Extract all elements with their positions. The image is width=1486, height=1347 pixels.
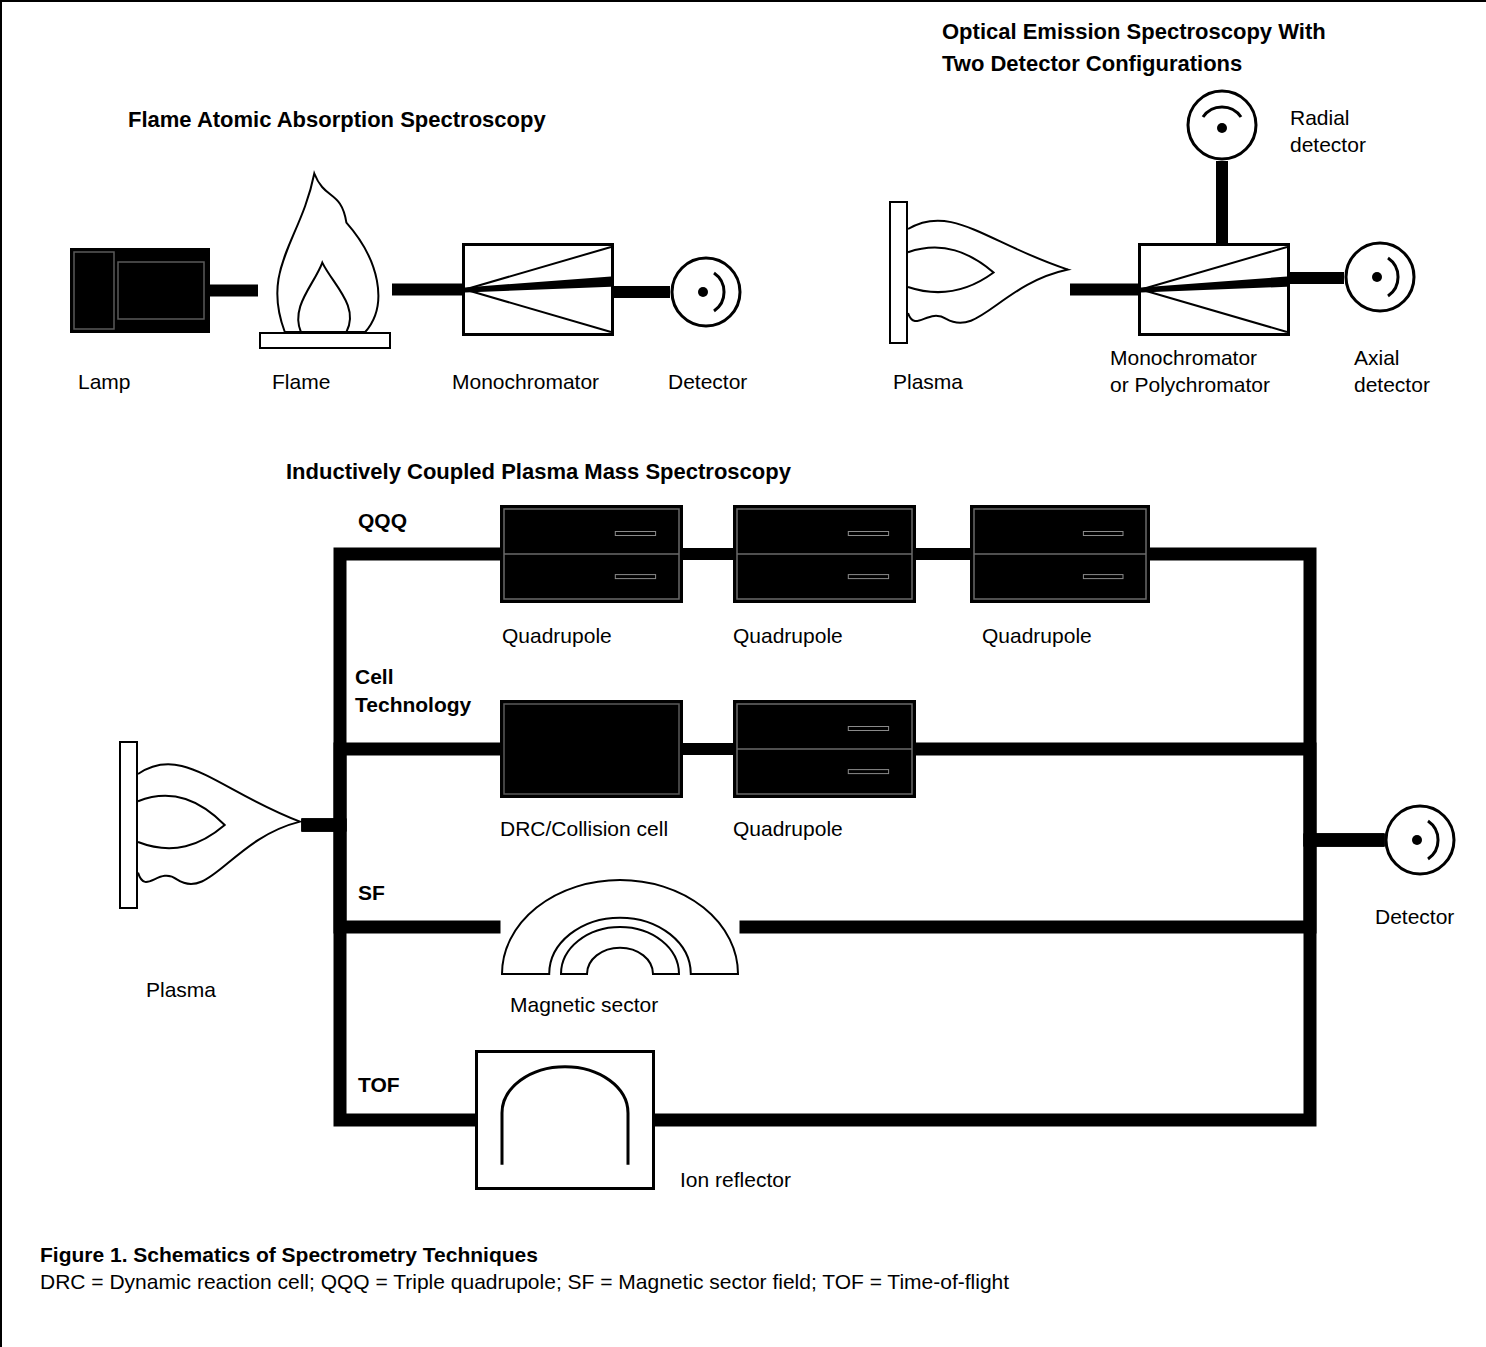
magnetic-sector-outline bbox=[500, 878, 740, 976]
part-label: Detector bbox=[1375, 903, 1454, 930]
frame-line bbox=[0, 0, 2, 1347]
branch-label: TOF bbox=[358, 1071, 400, 1099]
beam-connector bbox=[216, 285, 252, 297]
detector-circle-outline bbox=[1384, 804, 1456, 876]
detector-circle-outline bbox=[1186, 89, 1258, 161]
part-label: Plasma bbox=[146, 976, 216, 1003]
quadrupole-box: Quadrupole bbox=[733, 700, 916, 798]
collision-cell-box: DRC/Collision cell bbox=[500, 700, 683, 798]
plasma-torch-outline bbox=[888, 200, 1070, 345]
section-heading: Flame Atomic Absorption Spectroscopy bbox=[128, 104, 546, 136]
detector-circle: Axial detector bbox=[1344, 241, 1416, 313]
part-label: Monochromator bbox=[452, 368, 599, 395]
quadrupole-box: Quadrupole bbox=[970, 505, 1150, 603]
part-label: Detector bbox=[668, 368, 747, 395]
part-label: DRC/Collision cell bbox=[500, 815, 668, 842]
monochromator-box: Monochromator bbox=[462, 243, 614, 336]
detector-circle: Detector bbox=[1384, 804, 1456, 876]
branch-label: QQQ bbox=[358, 507, 407, 535]
branch-label: Cell Technology bbox=[355, 663, 515, 720]
part-label: Monochromator or Polychromator bbox=[1110, 344, 1275, 399]
figure-caption: Figure 1. Schematics of Spectrometry Tec… bbox=[40, 1241, 538, 1268]
monochromator-box-outline bbox=[462, 243, 614, 336]
part-label: Plasma bbox=[893, 368, 963, 395]
quadrupole-box: Quadrupole bbox=[500, 505, 683, 603]
beam-connector bbox=[689, 548, 727, 560]
beam-connector bbox=[746, 840, 1378, 927]
beam-connector bbox=[922, 749, 1378, 840]
frame-line bbox=[0, 0, 1486, 2]
part-label: Lamp bbox=[78, 368, 131, 395]
beam-connector bbox=[1216, 167, 1228, 237]
quadrupole-box: Quadrupole bbox=[733, 505, 916, 603]
magnetic-sector: Magnetic sector bbox=[500, 878, 740, 976]
detector-circle: Radial detector bbox=[1186, 89, 1258, 161]
part-label: Magnetic sector bbox=[510, 991, 658, 1018]
flame-icon: Flame bbox=[258, 168, 392, 350]
quadrupole-box-outline bbox=[733, 505, 916, 603]
lamp-icon-outline bbox=[70, 248, 210, 333]
part-label: Quadrupole bbox=[733, 815, 843, 842]
detector-circle: Detector bbox=[670, 256, 742, 328]
beam-connector bbox=[620, 286, 664, 298]
beam-connector bbox=[308, 554, 494, 825]
part-label: Flame bbox=[272, 368, 330, 395]
detector-circle-outline bbox=[1344, 241, 1416, 313]
collision-cell-box-outline bbox=[500, 700, 683, 798]
beam-connector bbox=[308, 749, 494, 825]
part-label: Axial detector bbox=[1354, 344, 1459, 399]
section-heading: Inductively Coupled Plasma Mass Spectros… bbox=[286, 456, 791, 488]
plasma-torch: Plasma bbox=[118, 740, 302, 910]
section-heading: Optical Emission Spectroscopy With Two D… bbox=[942, 16, 1362, 80]
monochromator-box: Monochromator or Polychromator bbox=[1138, 243, 1290, 336]
monochromator-box-outline bbox=[1138, 243, 1290, 336]
beam-connector bbox=[1296, 272, 1338, 284]
beam-connector bbox=[661, 840, 1378, 1120]
quadrupole-box-outline bbox=[500, 505, 683, 603]
part-label: Quadrupole bbox=[502, 622, 612, 649]
part-label: Quadrupole bbox=[733, 622, 843, 649]
beam-connector bbox=[689, 743, 727, 755]
beam-connector bbox=[1156, 554, 1378, 840]
quadrupole-box-outline bbox=[733, 700, 916, 798]
part-label: Ion reflector bbox=[680, 1166, 791, 1193]
ion-reflector-box-outline bbox=[475, 1050, 655, 1190]
part-label: Radial detector bbox=[1290, 104, 1395, 159]
beam-connector bbox=[398, 284, 456, 296]
quadrupole-box-outline bbox=[970, 505, 1150, 603]
flame-icon-outline bbox=[258, 168, 392, 350]
lamp-icon: Lamp bbox=[70, 248, 210, 333]
ion-reflector-box: Ion reflector bbox=[475, 1050, 655, 1190]
plasma-torch-outline bbox=[118, 740, 302, 910]
part-label: Quadrupole bbox=[982, 622, 1092, 649]
plasma-torch: Plasma bbox=[888, 200, 1070, 345]
caption-note: DRC = Dynamic reaction cell; QQQ = Tripl… bbox=[40, 1268, 1009, 1295]
beam-connector bbox=[308, 825, 469, 1120]
beam-connector bbox=[922, 548, 964, 560]
beam-connector bbox=[1076, 284, 1132, 296]
branch-label: SF bbox=[358, 879, 385, 907]
detector-circle-outline bbox=[670, 256, 742, 328]
